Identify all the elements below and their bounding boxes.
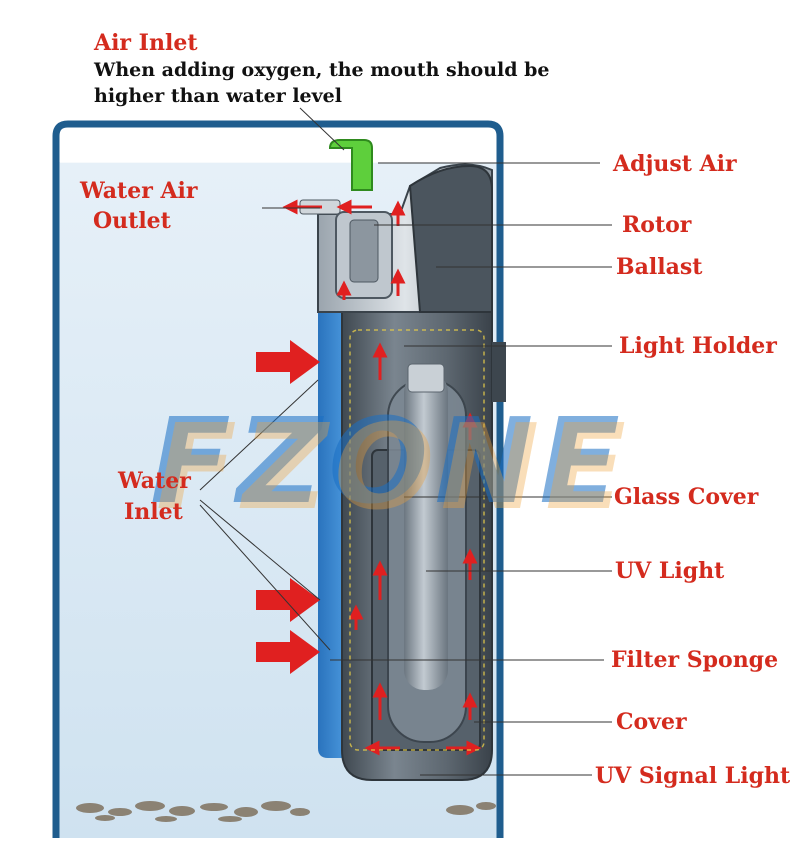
label-water-inlet-line1: Water <box>118 468 191 494</box>
internal-flow-arrows <box>282 199 482 756</box>
ballast-housing <box>408 164 493 313</box>
label-water-air-outlet-line2: Outlet <box>93 208 171 234</box>
label-air-inlet: Air Inlet <box>94 30 198 56</box>
blue-side-panel <box>318 312 346 758</box>
label-water-air-outlet-line1: Water Air <box>80 178 198 204</box>
air-tube-shape <box>328 139 373 191</box>
light-holder-cap <box>407 363 445 393</box>
label-glass-cover: Glass Cover <box>614 484 759 510</box>
air-inlet-note-line2: higher than water level <box>94 85 342 107</box>
fzone-watermark-shadow: FZONE <box>156 398 632 536</box>
gravel <box>76 801 496 822</box>
leader-lines <box>199 107 612 776</box>
label-light-holder: Light Holder <box>619 333 777 359</box>
uv-light-tube <box>404 372 448 690</box>
aquarium-tank <box>52 120 504 838</box>
label-cover: Cover <box>616 709 687 735</box>
label-uv-light: UV Light <box>615 558 725 584</box>
fzone-watermark: FZONE <box>150 392 626 530</box>
air-inlet-note-line1: When adding oxygen, the mouth should be <box>94 59 550 81</box>
label-filter-sponge: Filter Sponge <box>611 647 779 673</box>
light-holder-side <box>492 342 506 402</box>
rotor-shape <box>349 219 379 283</box>
label-water-inlet-line2: Inlet <box>124 499 183 525</box>
water-inlet-arrows <box>256 340 320 674</box>
filter-sponge-outline <box>349 329 485 751</box>
label-adjust-air: Adjust Air <box>613 151 737 177</box>
label-rotor: Rotor <box>622 212 692 238</box>
label-uv-signal-light: UV Signal Light <box>595 763 791 789</box>
label-ballast: Ballast <box>616 254 703 280</box>
